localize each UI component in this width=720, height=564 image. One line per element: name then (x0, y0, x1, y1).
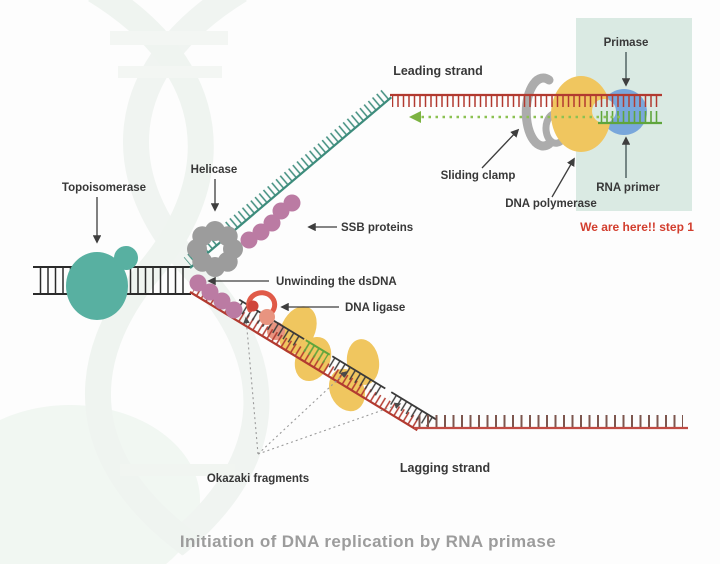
rna-primer-strand (598, 111, 662, 125)
topoisomerase-label: Topoisomerase (62, 182, 146, 194)
sliding-clamp-label: Sliding clamp (441, 170, 516, 182)
rna-primer-lagging (300, 339, 331, 364)
status-note: We are here!! step 1 (580, 220, 694, 234)
okazaki-fragments-label: Okazaki fragments (207, 473, 309, 485)
leading-strand-label: Leading strand (393, 64, 483, 78)
unwinding-label: Unwinding the dsDNA (276, 276, 397, 288)
primase-label: Primase (604, 37, 649, 49)
dna-polymerase-label: DNA polymerase (505, 198, 597, 210)
helicase-protein (187, 221, 243, 277)
topoisomerase-protein (66, 246, 138, 320)
rna-primer-label: RNA primer (596, 182, 660, 194)
ssb-proteins-label: SSB proteins (341, 222, 413, 234)
ssb-proteins-lower (189, 274, 243, 319)
lagging-strand-tail (414, 415, 688, 430)
diagram-title: Initiation of DNA replication by RNA pri… (180, 532, 556, 551)
synthesis-direction-arrow (409, 111, 620, 123)
dna-ligase-protein (246, 290, 278, 325)
parental-strand-upper (183, 89, 393, 269)
dna-ligase-label: DNA ligase (345, 302, 405, 314)
polymerase-arrow (551, 157, 575, 198)
leading-strand-template (390, 93, 662, 107)
helicase-label: Helicase (191, 164, 238, 176)
clamp-arrow (481, 128, 520, 169)
lagging-strand-label: Lagging strand (400, 461, 490, 475)
okazaki-pointer-lines (243, 316, 402, 455)
ssb-proteins-upper (240, 194, 301, 249)
label-arrows (92, 52, 631, 312)
okazaki-fragment-2 (327, 355, 386, 398)
